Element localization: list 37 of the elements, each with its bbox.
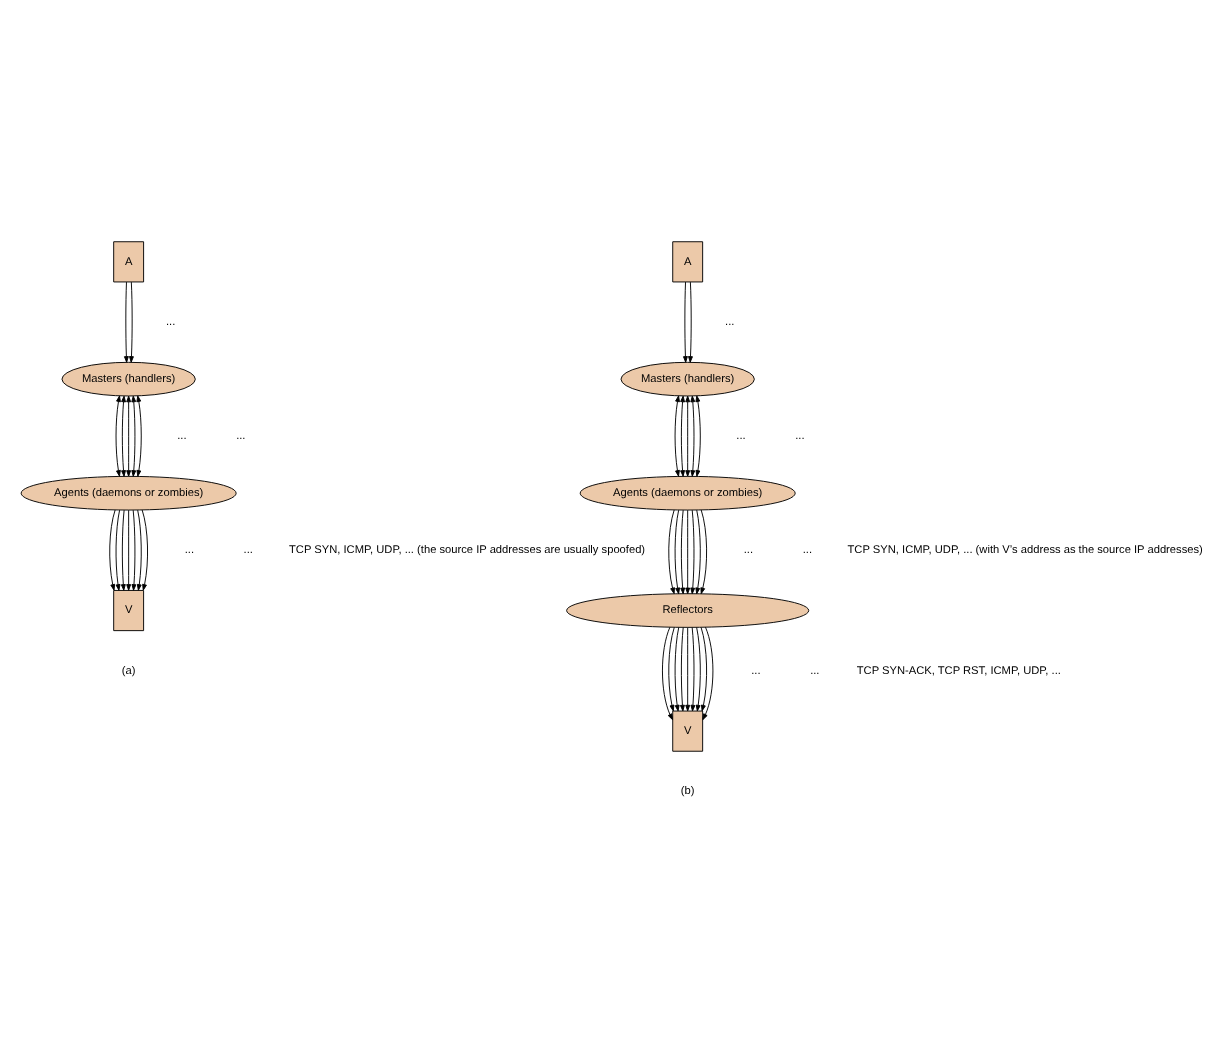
arrow (136, 509, 142, 591)
arrow (690, 627, 696, 712)
arrow (695, 395, 701, 477)
arrow (674, 509, 680, 595)
arrow (674, 395, 680, 477)
arrow (690, 509, 696, 595)
arrow (141, 509, 149, 591)
arrow (702, 626, 714, 721)
arrow (685, 627, 691, 712)
arrow (662, 626, 673, 721)
arrow (115, 509, 121, 591)
arrow (115, 395, 121, 477)
arrow (668, 627, 675, 712)
arrow (129, 281, 134, 363)
arrow (126, 509, 132, 591)
arrow (123, 281, 129, 363)
arrow (131, 395, 137, 477)
arrow (136, 395, 142, 477)
arrow (109, 509, 116, 591)
arrow (120, 509, 126, 591)
arrow (688, 281, 693, 363)
arrow (695, 627, 701, 712)
arrow (685, 395, 691, 477)
arrow (680, 509, 686, 595)
arrow (680, 627, 685, 712)
arrow (683, 281, 688, 363)
arrow (121, 395, 126, 477)
arrow (680, 395, 685, 477)
arrow (700, 627, 708, 712)
arrow (685, 509, 691, 595)
arrow (126, 395, 132, 477)
arrow (674, 627, 680, 712)
arrow (668, 509, 675, 595)
arrow (131, 509, 137, 591)
arrow (690, 395, 696, 477)
arrow (700, 509, 708, 595)
arrow (695, 509, 701, 595)
